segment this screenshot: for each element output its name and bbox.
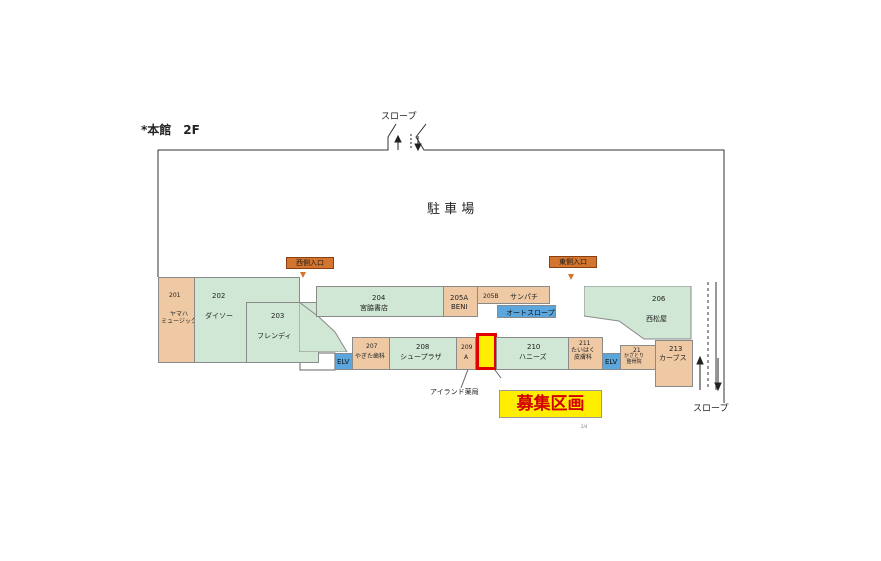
unit-213-number: 213: [669, 345, 683, 353]
unit-211-name: たいはく 皮膚科: [571, 347, 596, 361]
auto-slope: オートスロープ: [497, 305, 556, 318]
unit-205a: 205A BENI: [443, 286, 478, 317]
elevator-left: ELV: [335, 353, 353, 370]
unit-205b: 205B サンパチ: [477, 286, 550, 304]
unit-201-name: ヤマハ ミュージック: [161, 311, 197, 325]
unit-209: 209 A: [456, 337, 476, 370]
unit-207-name: やぎた歯科: [355, 353, 386, 360]
unit-209-name: A: [464, 354, 469, 361]
recruiting-label: 募集区画: [499, 390, 602, 418]
unit-207: 207 やぎた歯科: [352, 337, 390, 370]
west-entrance-sign: 西側入口: [286, 257, 334, 269]
unit-203-wedge: [299, 302, 348, 352]
unit-211-number: 211: [579, 340, 591, 347]
unit-207-number: 207: [366, 343, 378, 350]
unit-204: 204 宮脇書店: [316, 286, 444, 317]
recruiting-slot: [476, 333, 497, 370]
elevator-right: ELV: [602, 353, 621, 370]
unit-206-number: 206: [652, 295, 666, 303]
west-entrance-marker: [300, 272, 306, 278]
unit-205b-name: サンパチ: [510, 293, 538, 301]
slope-bottom-label: スロープ: [693, 404, 729, 414]
elevator-right-label: ELV: [605, 358, 618, 366]
unit-203-name: フレンディ: [257, 332, 292, 340]
unit-206-name: 西松屋: [646, 315, 667, 323]
pharmacy-label: アイランド薬局: [430, 388, 479, 396]
unit-205a-name: BENI: [451, 303, 468, 311]
unit-210-number: 210: [527, 343, 541, 351]
unit-203-number: 203: [271, 312, 285, 320]
unit-205b-number: 205B: [483, 293, 499, 300]
east-entrance-marker: [568, 274, 574, 280]
unit-208: 208 シュープラザ: [389, 337, 457, 370]
east-entrance-sign: 東側入口: [549, 256, 597, 268]
elevator-left-label: ELV: [337, 358, 350, 366]
unit-204-number: 204: [372, 294, 386, 302]
unit-210-name: ハニーズ: [519, 353, 547, 361]
auto-slope-label: オートスロープ: [506, 309, 555, 317]
unit-208-name: シュープラザ: [400, 353, 442, 361]
unit-213: 213 カーブス: [655, 340, 693, 387]
unit-201: 201 ヤマハ ミュージック: [158, 277, 197, 363]
slope-top-label: スロープ: [381, 112, 417, 122]
unit-212: 21 かざとり 整骨院: [620, 345, 656, 370]
unit-206: [584, 286, 692, 340]
stray-mark: 2/4: [581, 424, 588, 429]
floor-label: *本館 2F: [141, 123, 200, 137]
unit-209-number: 209: [461, 344, 473, 351]
unit-201-number: 201: [169, 292, 181, 299]
unit-205a-number: 205A: [450, 294, 469, 302]
unit-204-name: 宮脇書店: [360, 304, 388, 312]
unit-212-name: かざとり 整骨院: [624, 353, 645, 365]
unit-208-number: 208: [416, 343, 430, 351]
unit-211: 211 たいはく 皮膚科: [568, 337, 603, 370]
parking-label: 駐 車 場: [427, 202, 475, 217]
unit-210: 210 ハニーズ: [496, 337, 569, 370]
unit-202-number: 202: [212, 292, 226, 300]
unit-212-number: 21: [633, 347, 641, 354]
unit-213-name: カーブス: [659, 354, 687, 362]
unit-202-name: ダイソー: [205, 312, 233, 320]
